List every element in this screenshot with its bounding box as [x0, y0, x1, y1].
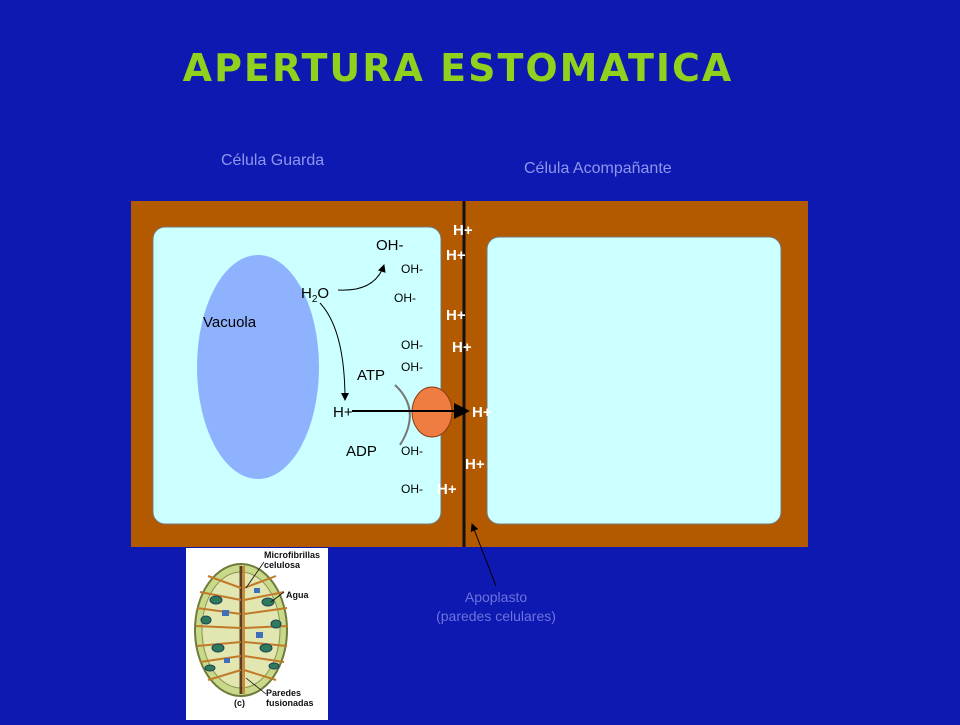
vacuole — [197, 255, 319, 479]
page-title: APERTURA ESTOMATICA — [182, 46, 734, 90]
adp-label: ADP — [346, 443, 377, 460]
atp-label: ATP — [357, 367, 386, 384]
h-ion: H+ — [446, 247, 466, 264]
inset-label-panel: (c) — [234, 698, 245, 708]
stoma-illustration — [194, 561, 289, 697]
apoplast-label: Apoplasto (paredes celulares) — [436, 589, 556, 624]
h-ion: H+ — [437, 481, 457, 498]
apoplast-pointer — [470, 523, 497, 587]
oh-ion: OH- — [394, 291, 416, 305]
guard-cell-label: Célula Guarda — [221, 152, 325, 169]
companion-cell-cytoplasm — [486, 236, 782, 525]
water-molecule-label: H2O — [301, 285, 330, 305]
h-ion: H+ — [452, 339, 472, 356]
oh-ion: OH- — [401, 262, 423, 276]
oh-ion: OH- — [401, 444, 423, 458]
h-ion: H+ — [465, 456, 485, 473]
oh-ion: OH- — [401, 482, 423, 496]
water-to-h-arrow — [319, 302, 349, 401]
inset-label-water: Agua — [286, 590, 309, 600]
companion-cell-label: Célula Acompañante — [524, 160, 672, 177]
oh-product-label: OH- — [376, 237, 404, 254]
h-ion: H+ — [453, 222, 473, 239]
stoma-inset-figure: Microfibrillas celulosa Agua Paredes fus… — [186, 548, 328, 720]
vacuole-label: Vacuola — [203, 314, 257, 331]
inset-label-walls: Paredes fusionadas — [266, 688, 314, 708]
inset-label-microfibrils: Microfibrillas celulosa — [264, 550, 321, 570]
h-pump-outside-label: H+ — [472, 404, 492, 421]
oh-ion: OH- — [401, 360, 423, 374]
oh-ion: OH- — [401, 338, 423, 352]
atp-adp-arc — [394, 384, 411, 446]
h-ion: H+ — [446, 307, 466, 324]
h-pump-inside-label: H+ — [333, 404, 353, 421]
water-to-oh-arrow — [337, 264, 386, 291]
